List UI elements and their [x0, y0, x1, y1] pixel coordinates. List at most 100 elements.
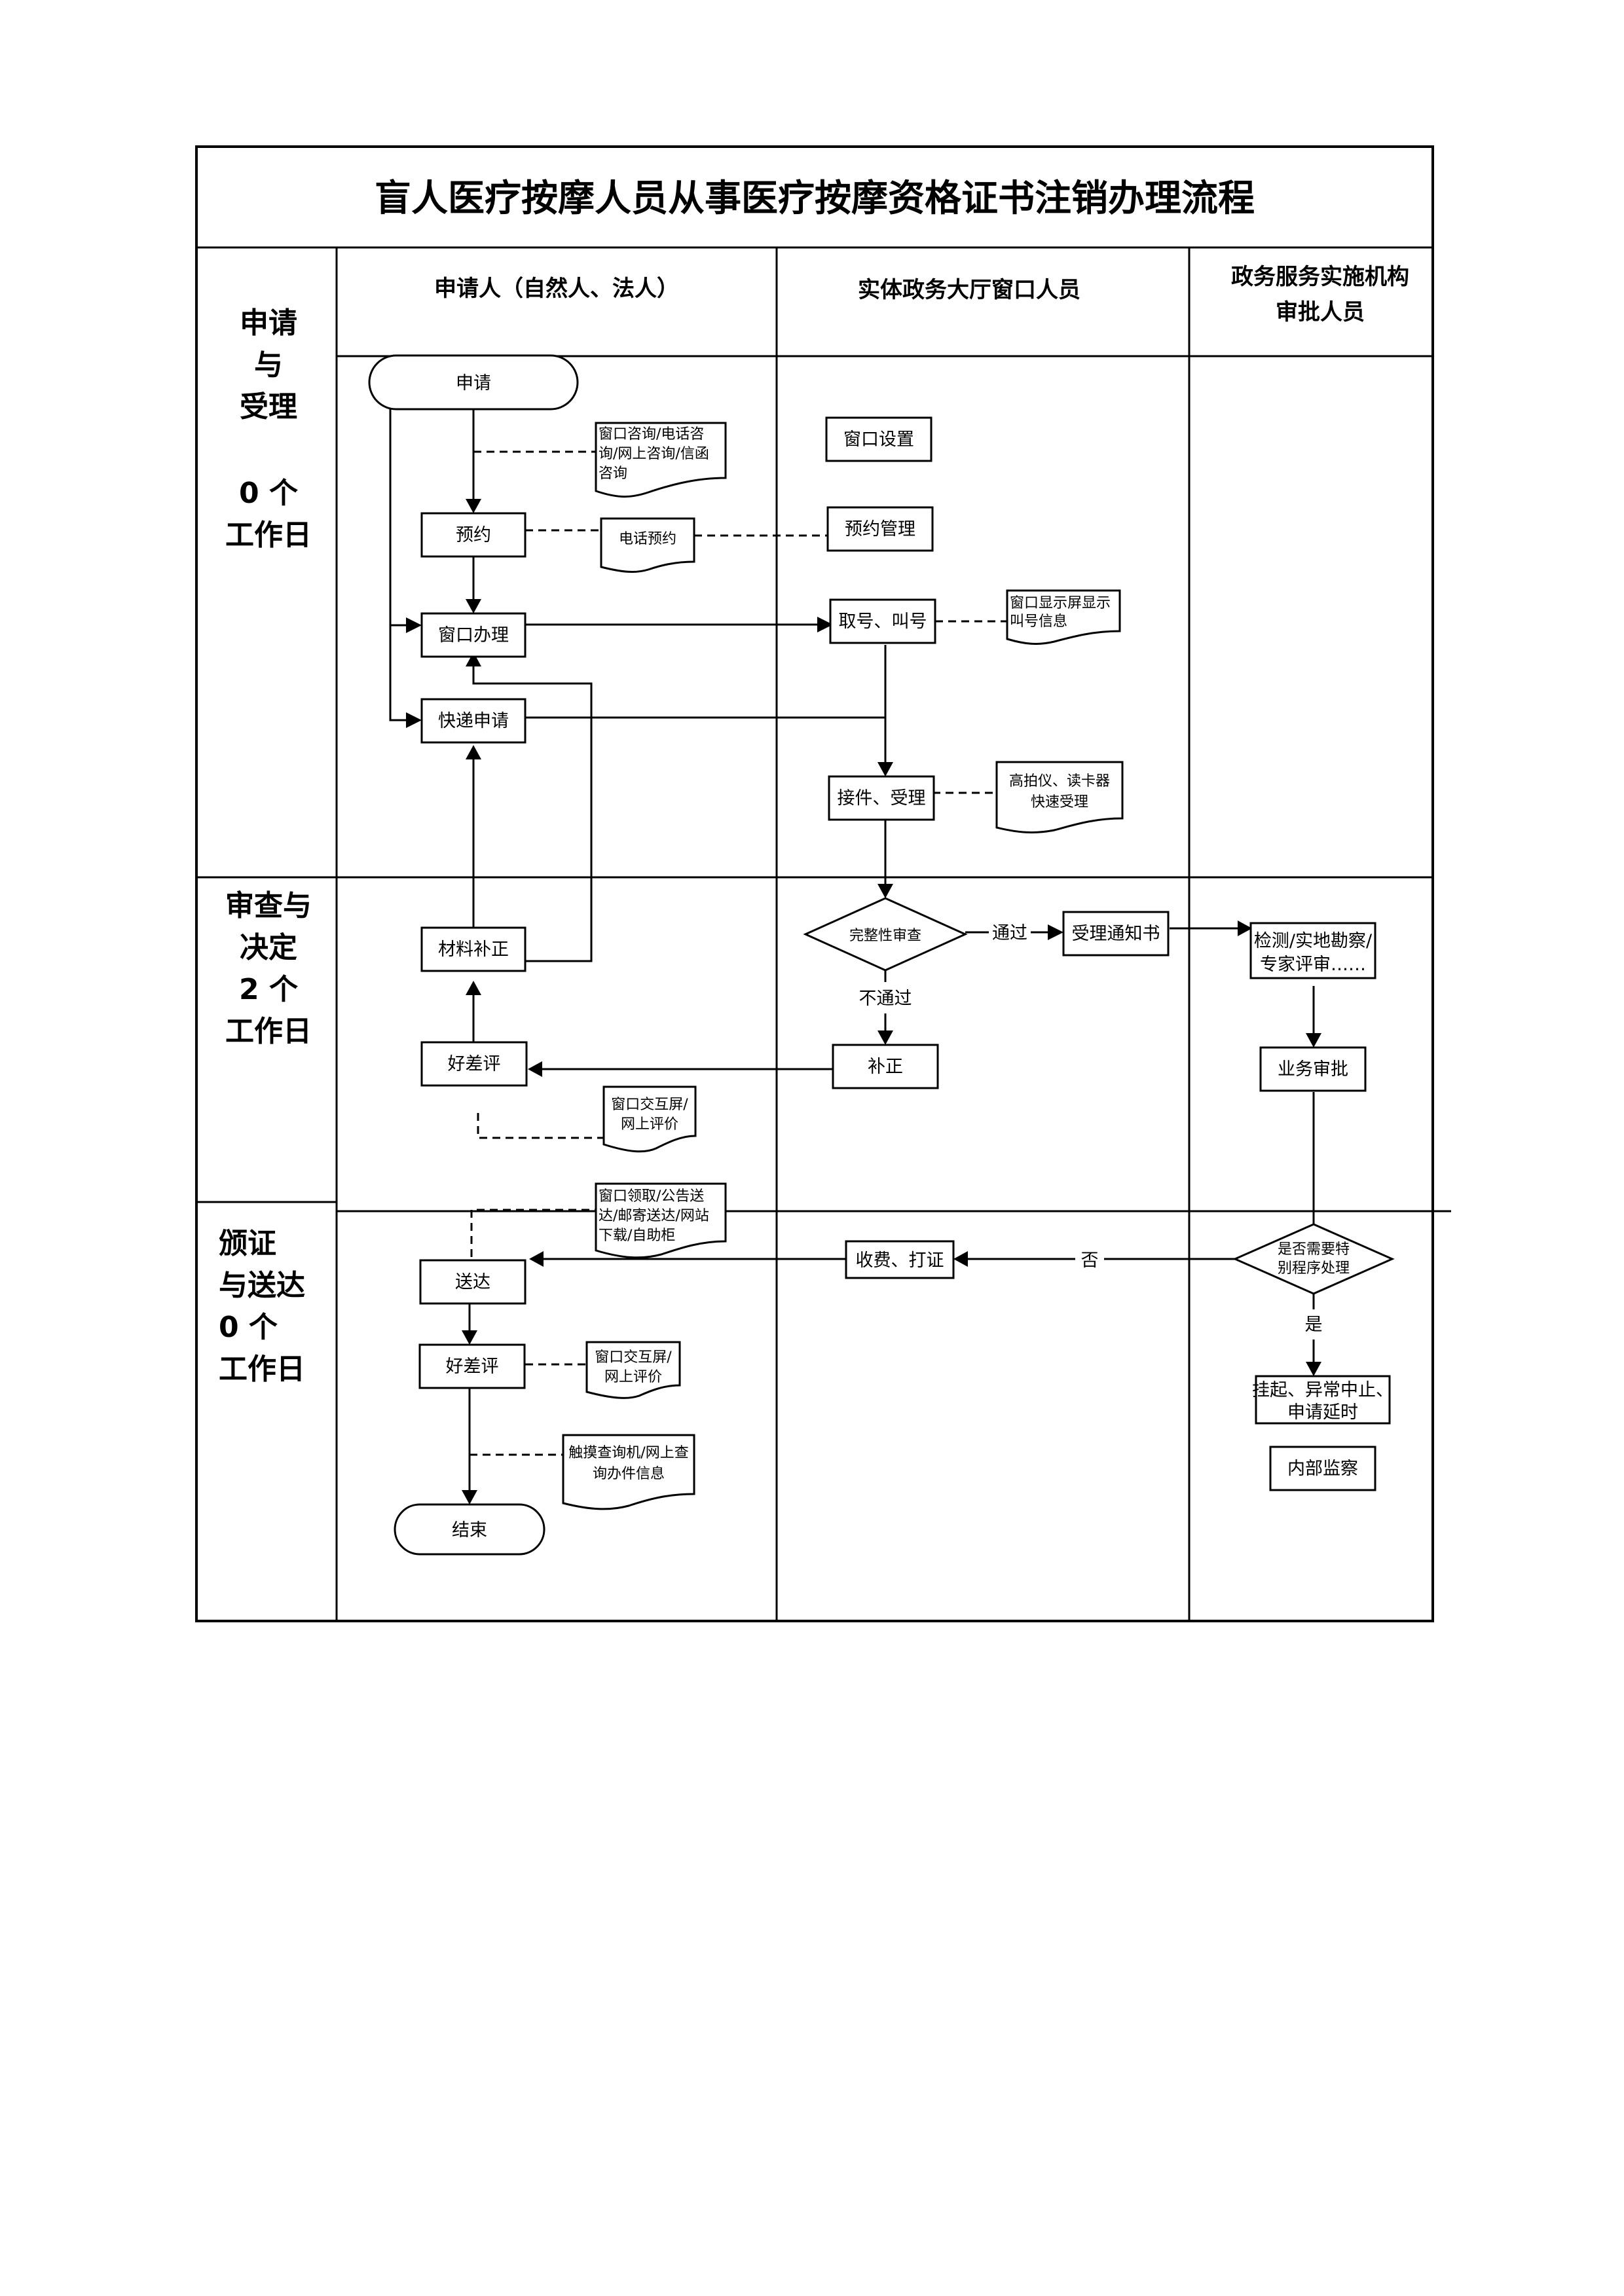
phase-label-line: 申请: [240, 306, 297, 340]
doc-fast-accept[interactable]: 高拍仪、读卡器 快速受理: [995, 761, 1124, 833]
node-label: 是否需要特: [1278, 1241, 1350, 1258]
node-label: 专家评审……: [1260, 955, 1366, 975]
phase-label-review: 审查与 决定 2 个 工作日: [225, 889, 312, 1048]
doc-rating-screen-1[interactable]: 窗口交互屏/ 网上评价: [602, 1085, 697, 1153]
process-shape: [845, 1240, 955, 1279]
doc-label: 窗口显示屏显示: [1010, 595, 1111, 611]
node-reserve-mgmt[interactable]: 预约管理: [826, 506, 934, 552]
doc-label: 电话预约: [619, 531, 676, 547]
arrowhead-icon: [466, 745, 481, 759]
phase-label-line: 工作日: [225, 1015, 312, 1048]
node-label: 挂起、异常中止、: [1252, 1380, 1393, 1400]
doc-rating-screen-2[interactable]: 窗口交互屏/ 网上评价: [585, 1341, 681, 1399]
doc-query-machine[interactable]: 触摸查询机/网上查 询办件信息: [562, 1434, 695, 1510]
edge-label-pass: 通过: [992, 923, 1027, 943]
doc-phone-reserve[interactable]: 电话预约: [600, 517, 695, 573]
doc-label: 窗口交互屏/: [595, 1349, 672, 1366]
node-take-number[interactable]: 取号、叫号: [829, 598, 936, 644]
node-label: 接件、受理: [838, 788, 926, 809]
arrowhead-icon: [877, 1030, 893, 1045]
lane-header-agency-line1: 政务服务实施机构: [1231, 264, 1409, 290]
node-rating-1[interactable]: 好差评: [420, 1041, 528, 1087]
doc-consult[interactable]: 窗口咨询/电话咨 询/网上咨询/信函 咨询: [595, 422, 727, 498]
node-inspection[interactable]: 检测/实地勘察/ 专家评审……: [1249, 922, 1376, 979]
doc-label: 询/网上咨询/信函: [599, 446, 709, 462]
node-express-apply[interactable]: 快递申请: [420, 698, 526, 744]
doc-label: 下载/自助柜: [599, 1228, 675, 1244]
lane-header-hall: 实体政务大厅窗口人员: [858, 277, 1080, 303]
doc-label: 询办件信息: [593, 1466, 665, 1482]
process-shape: [828, 775, 935, 821]
node-label: 窗口办理: [438, 625, 509, 646]
doc-label: 叫号信息: [1010, 613, 1067, 630]
node-correction[interactable]: 补正: [832, 1044, 939, 1089]
node-receive-accept[interactable]: 接件、受理: [828, 775, 935, 821]
terminator-shape: [394, 1503, 545, 1556]
doc-label: 高拍仪、读卡器: [1009, 773, 1110, 790]
node-label: 检测/实地勘察/: [1254, 931, 1373, 951]
node-reserve[interactable]: 预约: [420, 512, 526, 558]
edge-apply-express: [389, 409, 406, 721]
node-business-approval[interactable]: 业务审批: [1259, 1046, 1367, 1092]
doc-display-screen[interactable]: 窗口显示屏显示 叫号信息: [1006, 589, 1121, 645]
node-internal-supervision[interactable]: 内部监察: [1269, 1446, 1376, 1491]
node-window-setup[interactable]: 窗口设置: [825, 416, 932, 462]
phase-label-line: 受理: [240, 390, 297, 424]
node-apply[interactable]: 申请: [368, 354, 579, 410]
process-shape: [826, 506, 934, 552]
node-rating-2[interactable]: 好差评: [418, 1343, 526, 1389]
node-label: 预约: [456, 525, 491, 545]
phase-label-line: 工作日: [225, 519, 312, 552]
edge-label-fail: 不通过: [859, 989, 912, 1009]
node-label: 申请延时: [1287, 1402, 1358, 1423]
doc-delivery-methods[interactable]: 窗口领取/公告送 达/邮寄送达/网站 下载/自助柜: [595, 1182, 727, 1259]
outer-frame: [195, 145, 1434, 1622]
phase-label-line: 与: [254, 348, 283, 382]
node-label: 取号、叫号: [839, 611, 927, 632]
node-label: 快递申请: [438, 711, 509, 731]
node-window-handle[interactable]: 窗口办理: [420, 612, 526, 658]
connectors: [389, 409, 1321, 1504]
node-label: 好差评: [448, 1054, 501, 1074]
node-end[interactable]: 结束: [394, 1503, 545, 1556]
arrowhead-icon: [877, 762, 893, 776]
node-label: 申请: [456, 373, 491, 393]
doc-label: 咨询: [599, 465, 627, 482]
phase-label-line: 0 个: [219, 1311, 278, 1344]
process-shape: [420, 1041, 528, 1087]
node-deliver[interactable]: 送达: [419, 1259, 526, 1305]
process-shape: [418, 1343, 526, 1389]
document-shape: [562, 1434, 695, 1510]
node-label: 完整性审查: [849, 928, 921, 944]
arrowhead-icon: [817, 617, 833, 632]
node-accept-notice[interactable]: 受理通知书: [1062, 911, 1170, 957]
process-shape: [420, 612, 526, 658]
phase-label-accept: 申请 与 受理 0 个 工作日: [225, 306, 312, 552]
process-shape: [1062, 911, 1170, 957]
process-shape: [832, 1044, 939, 1089]
arrowhead-icon: [1048, 924, 1063, 940]
lane-header-agency-line2: 审批人员: [1276, 299, 1365, 325]
phase-label-line: 与送达: [219, 1269, 305, 1302]
lane-header-applicant: 申请人（自然人、法人）: [434, 276, 679, 302]
page-title: 盲人医疗按摩人员从事医疗按摩资格证书注销办理流程: [375, 177, 1255, 220]
node-completeness-check[interactable]: 完整性审查: [803, 897, 968, 972]
node-suspend[interactable]: 挂起、异常中止、 申请延时: [1252, 1375, 1393, 1425]
phase-label-line: 决定: [240, 931, 297, 964]
decision-shape: [803, 897, 968, 972]
document-shape: [1006, 589, 1121, 645]
doc-label: 快速受理: [1031, 794, 1088, 811]
edge-label-no: 否: [1081, 1250, 1099, 1271]
process-shape: [1259, 1046, 1367, 1092]
arrowhead-icon: [462, 1490, 477, 1504]
doc-label: 窗口咨询/电话咨: [599, 426, 704, 443]
document-shape: [585, 1341, 681, 1399]
process-shape: [829, 598, 936, 644]
node-material-fix[interactable]: 材料补正: [420, 926, 526, 972]
node-charge-print[interactable]: 收费、打证: [845, 1240, 955, 1279]
node-label: 补正: [868, 1057, 903, 1077]
node-label: 结束: [452, 1520, 487, 1540]
doc-label: 触摸查询机/网上查: [568, 1445, 688, 1461]
node-special-check[interactable]: 是否需要特 别程序处理: [1232, 1223, 1395, 1295]
edge-label-yes: 是: [1305, 1315, 1323, 1335]
